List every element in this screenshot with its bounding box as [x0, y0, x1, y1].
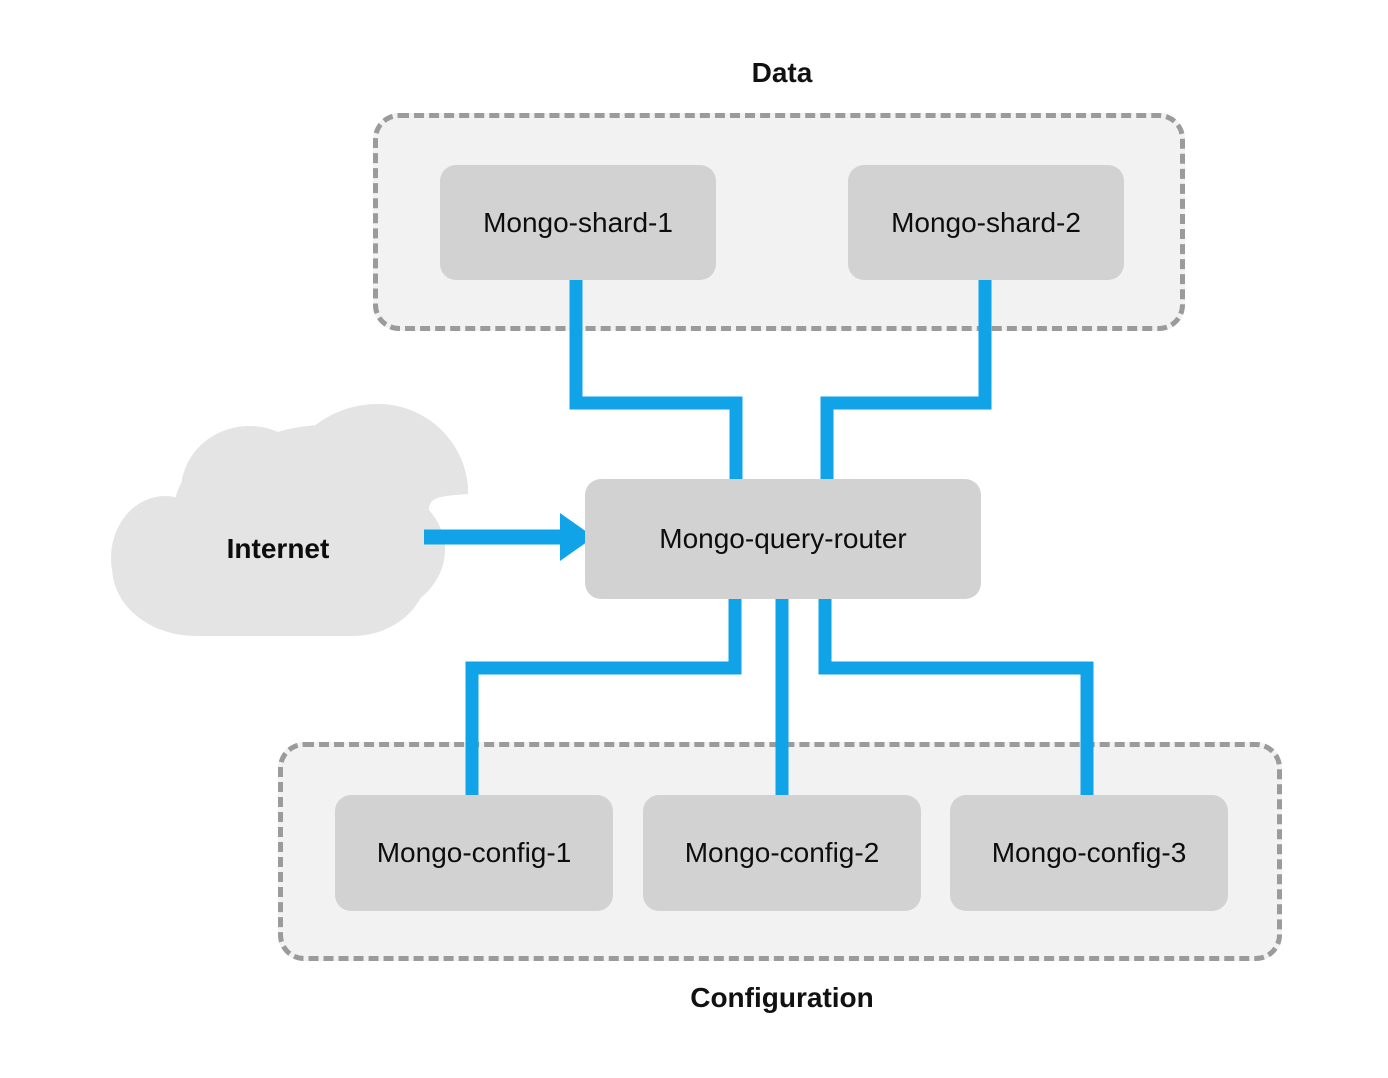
group-data-caption: Data: [751, 57, 813, 88]
node-mongo-shard-1[interactable]: Mongo-shard-1: [440, 165, 716, 280]
node-mongo-shard-2[interactable]: Mongo-shard-2: [848, 165, 1124, 280]
node-mongo-config-2[interactable]: Mongo-config-2: [643, 795, 921, 911]
node-mongo-query-router[interactable]: Mongo-query-router: [585, 479, 981, 599]
node-mongo-config-1[interactable]: Mongo-config-1: [335, 795, 613, 911]
group-configuration-caption: Configuration: [690, 982, 874, 1013]
node-mongo-config-3[interactable]: Mongo-config-3: [950, 795, 1228, 911]
internet-cloud-label: Internet: [226, 533, 330, 564]
internet-cloud-icon: [111, 404, 468, 636]
